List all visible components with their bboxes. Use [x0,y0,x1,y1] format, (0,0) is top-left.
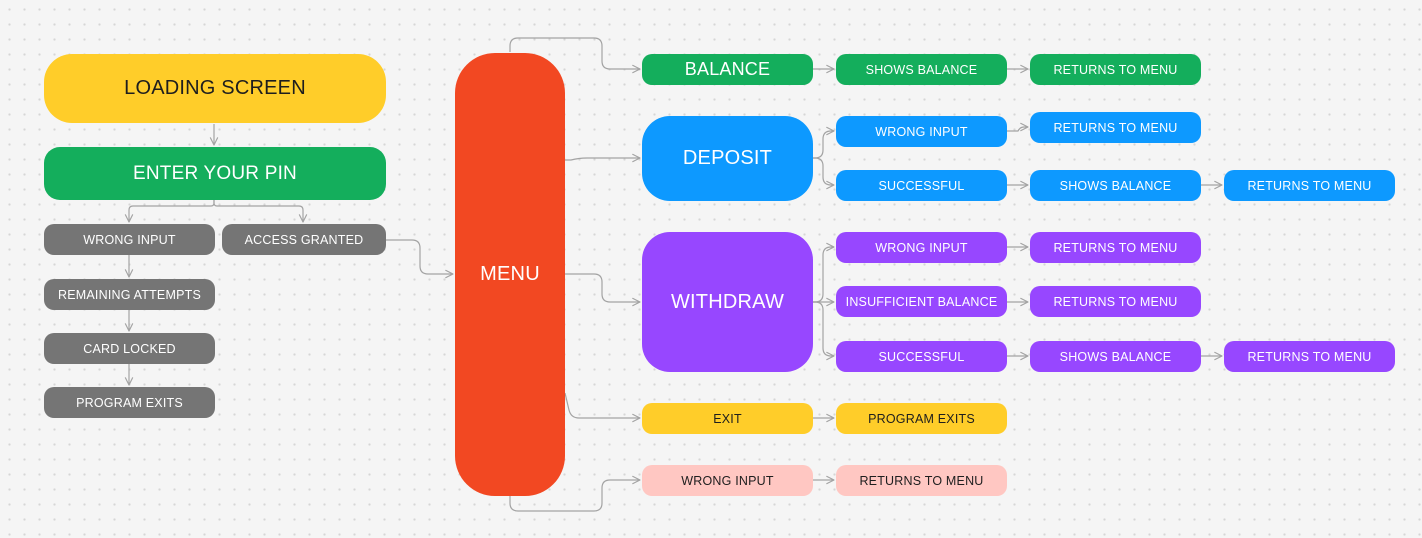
withdraw-wrong-input-node: WRONG INPUT [836,232,1007,263]
access-granted-node: ACCESS GRANTED [222,224,386,255]
arrow-access-to-menu [386,239,454,279]
withdraw-shows-balance-node: SHOWS BALANCE [1030,341,1201,372]
loading-screen-node: LOADING SCREEN [44,54,386,123]
remaining-attempts-node: REMAINING ATTEMPTS [44,279,215,310]
menu-node: MENU [455,53,565,496]
deposit-successful-node: SUCCESSFUL [836,170,1007,201]
arrow-withdraw-to-wrong-input [813,242,835,303]
arrow-pin-to-wrong-input [124,200,215,223]
exit-node: EXIT [642,403,813,434]
arrow-menu-to-deposit [565,153,641,163]
arrow-deposit-to-wrong-input [813,126,835,159]
withdraw-node: WITHDRAW [642,232,813,372]
balance-node: BALANCE [642,54,813,85]
withdraw-successful-node: SUCCESSFUL [836,341,1007,372]
card-locked-node: CARD LOCKED [44,333,215,364]
arrow-menu-to-exit [564,392,641,423]
insufficient-returns-node: RETURNS TO MENU [1030,286,1201,317]
deposit-node: DEPOSIT [642,116,813,201]
balance-returns-to-menu-node: RETURNS TO MENU [1030,54,1201,85]
arrow-pin-to-access-granted [213,200,308,223]
insufficient-balance-node: INSUFFICIENT BALANCE [836,286,1007,317]
deposit-shows-balance-node: SHOWS BALANCE [1030,170,1201,201]
arrow-deposit-to-successful [813,157,835,190]
invalid-wrong-input-node: WRONG INPUT [642,465,813,496]
withdraw-returns-to-menu-node: RETURNS TO MENU [1224,341,1395,372]
arrow-menu-to-withdraw [565,273,641,307]
enter-pin-node: ENTER YOUR PIN [44,147,386,200]
withdraw-wrong-returns-node: RETURNS TO MENU [1030,232,1201,263]
arrow-deposit-wrong-to-returns [1007,122,1029,132]
deposit-wrong-input-node: WRONG INPUT [836,116,1007,147]
pin-wrong-input-node: WRONG INPUT [44,224,215,255]
pin-program-exits-node: PROGRAM EXITS [44,387,215,418]
deposit-wrong-returns-node: RETURNS TO MENU [1030,112,1201,143]
invalid-returns-to-menu-node: RETURNS TO MENU [836,465,1007,496]
balance-shows-balance-node: SHOWS BALANCE [836,54,1007,85]
exit-program-exits-node: PROGRAM EXITS [836,403,1007,434]
deposit-returns-to-menu-node: RETURNS TO MENU [1224,170,1395,201]
arrow-withdraw-to-successful [813,301,835,361]
